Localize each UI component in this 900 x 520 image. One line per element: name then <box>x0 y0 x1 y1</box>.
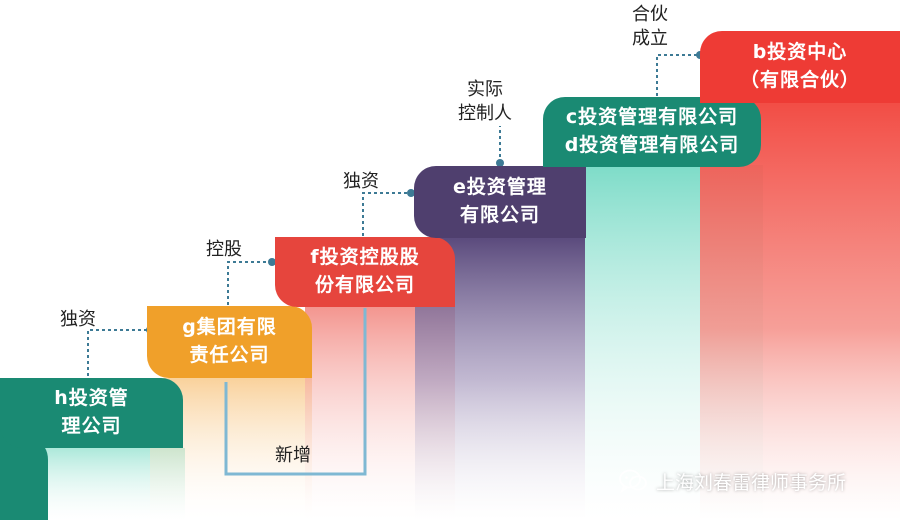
relation-h-g-label: 独资 <box>60 309 96 330</box>
wechat-icon <box>619 469 647 494</box>
entity-cd-box: c投资管理有限公司 d投资管理有限公司 <box>543 97 761 167</box>
relation-e-cd-line1: 实际 <box>467 79 503 100</box>
entity-f-line1: f投资控股股 <box>310 246 420 269</box>
new-bracket-line <box>224 308 367 476</box>
entity-h-box: h投资管 理公司 <box>0 378 183 448</box>
entity-h-line2: 理公司 <box>61 415 122 437</box>
entity-e-line1: e投资管理 <box>453 176 547 199</box>
entity-b-line2: （有限合伙） <box>739 69 860 91</box>
watermark: 上海刘春雷律师事务所 <box>618 466 846 496</box>
connector-cd-b <box>656 54 700 96</box>
connector-f-e-dot <box>407 189 415 197</box>
relation-f-e-label: 独资 <box>343 171 379 192</box>
entity-g-line1: g集团有限 <box>182 316 277 339</box>
connector-g-f <box>227 261 272 305</box>
relation-g-f-label: 控股 <box>206 239 242 260</box>
connector-e-cd-dot <box>496 159 504 167</box>
connector-g-f-dot <box>268 258 276 266</box>
relation-cd-b-label: 合伙 成立 <box>632 3 668 52</box>
entity-e-line2: 有限公司 <box>459 204 540 226</box>
entity-b-line1: b投资中心 <box>752 41 848 64</box>
relation-e-cd-line2: 控制人 <box>458 103 512 125</box>
entity-f-box: f投资控股股 份有限公司 <box>275 237 455 307</box>
relation-e-cd-label: 实际 控制人 <box>458 78 512 127</box>
relation-cd-b-line2: 成立 <box>632 28 668 50</box>
entity-f-line2: 份有限公司 <box>314 274 415 296</box>
entity-c-line: c投资管理有限公司 <box>565 106 739 129</box>
connector-h-g <box>87 329 150 376</box>
entity-g-line2: 责任公司 <box>189 344 270 366</box>
entity-b-box: b投资中心 （有限合伙） <box>700 31 900 103</box>
entity-d-line: d投资管理有限公司 <box>564 134 740 156</box>
entity-h-line1: h投资管 <box>54 387 129 410</box>
watermark-text: 上海刘春雷律师事务所 <box>656 471 847 494</box>
connector-f-e <box>362 192 411 236</box>
relation-cd-b-line1: 合伙 <box>632 4 668 25</box>
entity-e-box: e投资管理 有限公司 <box>414 166 586 238</box>
entity-g-box: g集团有限 责任公司 <box>147 306 312 378</box>
relation-new-label: 新增 <box>275 445 311 466</box>
